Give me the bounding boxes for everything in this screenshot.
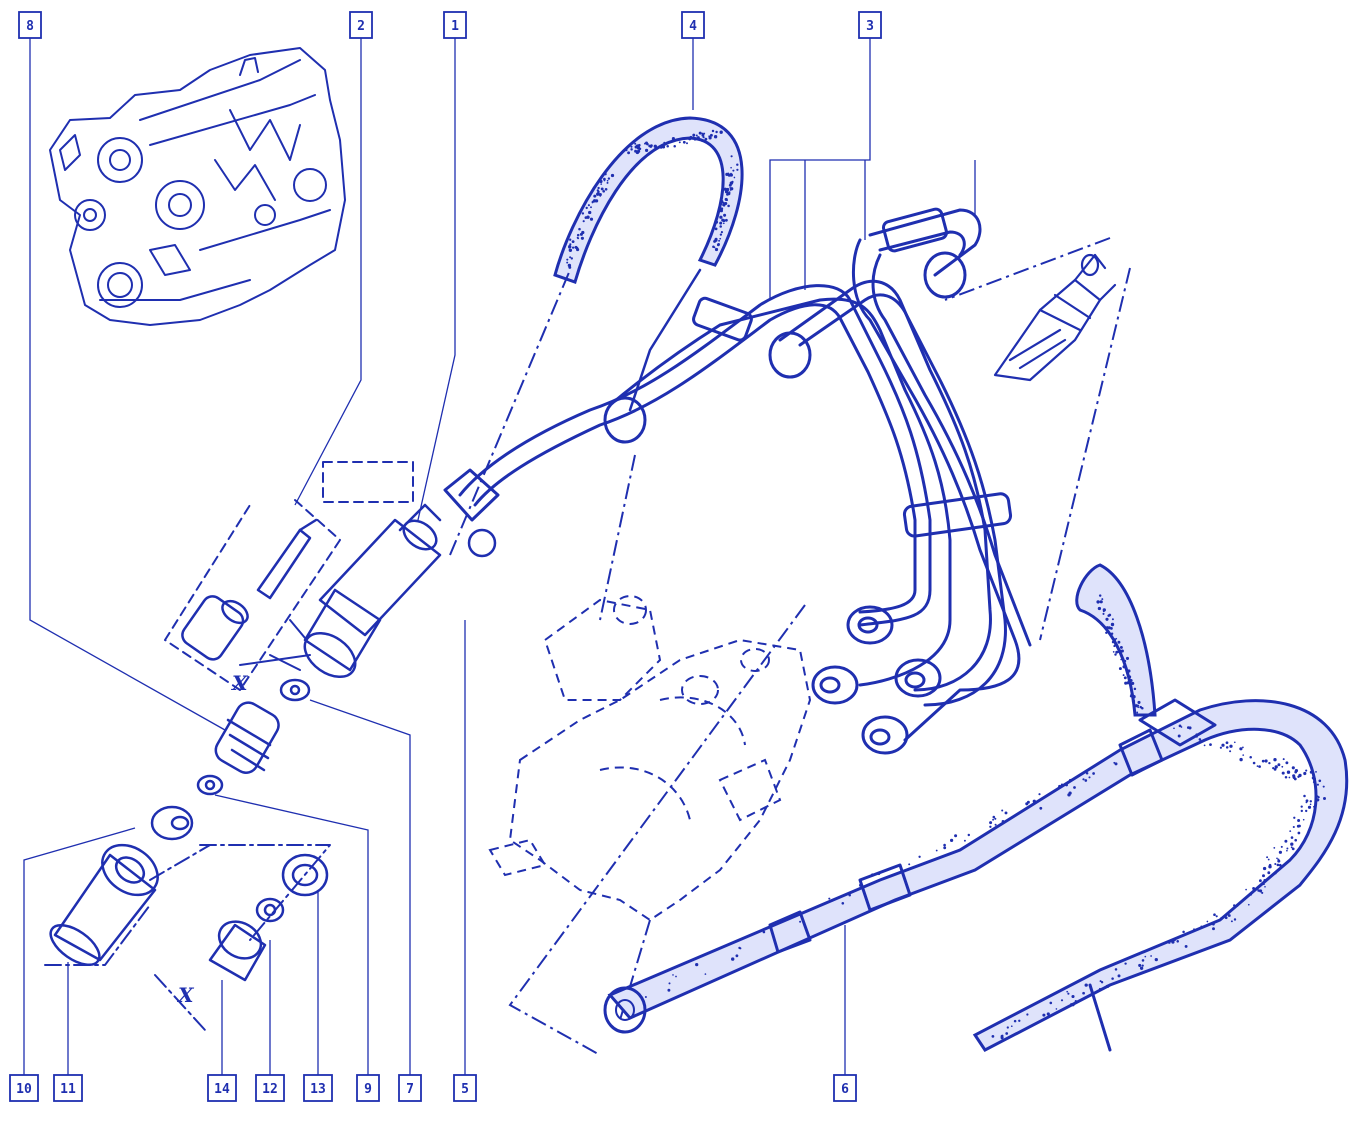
engine-thumbnail	[49, 47, 346, 326]
callout-5: 5	[453, 1074, 477, 1102]
callout-7: 7	[398, 1074, 422, 1102]
svg-text:13: 13	[310, 1082, 326, 1097]
injector-detail-right	[993, 253, 1117, 382]
injector-pipes	[443, 207, 1032, 755]
callout-6: 6	[833, 1074, 857, 1102]
svg-text:12: 12	[262, 1082, 278, 1097]
callout-11: 11	[53, 1074, 83, 1102]
svg-text:2: 2	[357, 19, 365, 34]
leader-lines	[23, 38, 976, 1075]
svg-text:6: 6	[841, 1082, 849, 1097]
callout-numbers: 8 2 1 4 3 10 11 14	[9, 11, 882, 1102]
callout-1: 1	[443, 11, 467, 39]
svg-text:5: 5	[461, 1082, 469, 1097]
injector-assembly	[44, 461, 497, 1031]
svg-text:4: 4	[689, 19, 697, 34]
feed-hose	[566, 129, 1349, 1052]
svg-text:8: 8	[26, 19, 34, 34]
return-hose	[553, 116, 744, 412]
svg-text:11: 11	[60, 1082, 76, 1097]
svg-text:10: 10	[16, 1082, 32, 1097]
svg-text:1: 1	[451, 19, 459, 34]
hose-speckles	[566, 129, 1326, 1040]
callout-4: 4	[681, 11, 705, 39]
x-mark-upper: X	[230, 671, 249, 695]
svg-text:9: 9	[364, 1082, 372, 1097]
callout-12: 12	[255, 1074, 285, 1102]
svg-text:7: 7	[406, 1082, 414, 1097]
callout-3: 3	[858, 11, 882, 39]
callout-2: 2	[349, 11, 373, 39]
callout-10: 10	[9, 1074, 39, 1102]
callout-8: 8	[18, 11, 42, 39]
x-mark-lower: X	[176, 983, 195, 1007]
callout-14: 14	[207, 1074, 237, 1102]
svg-text:14: 14	[214, 1082, 230, 1097]
callout-9: 9	[356, 1074, 380, 1102]
callout-13: 13	[303, 1074, 333, 1102]
svg-text:3: 3	[866, 19, 874, 34]
